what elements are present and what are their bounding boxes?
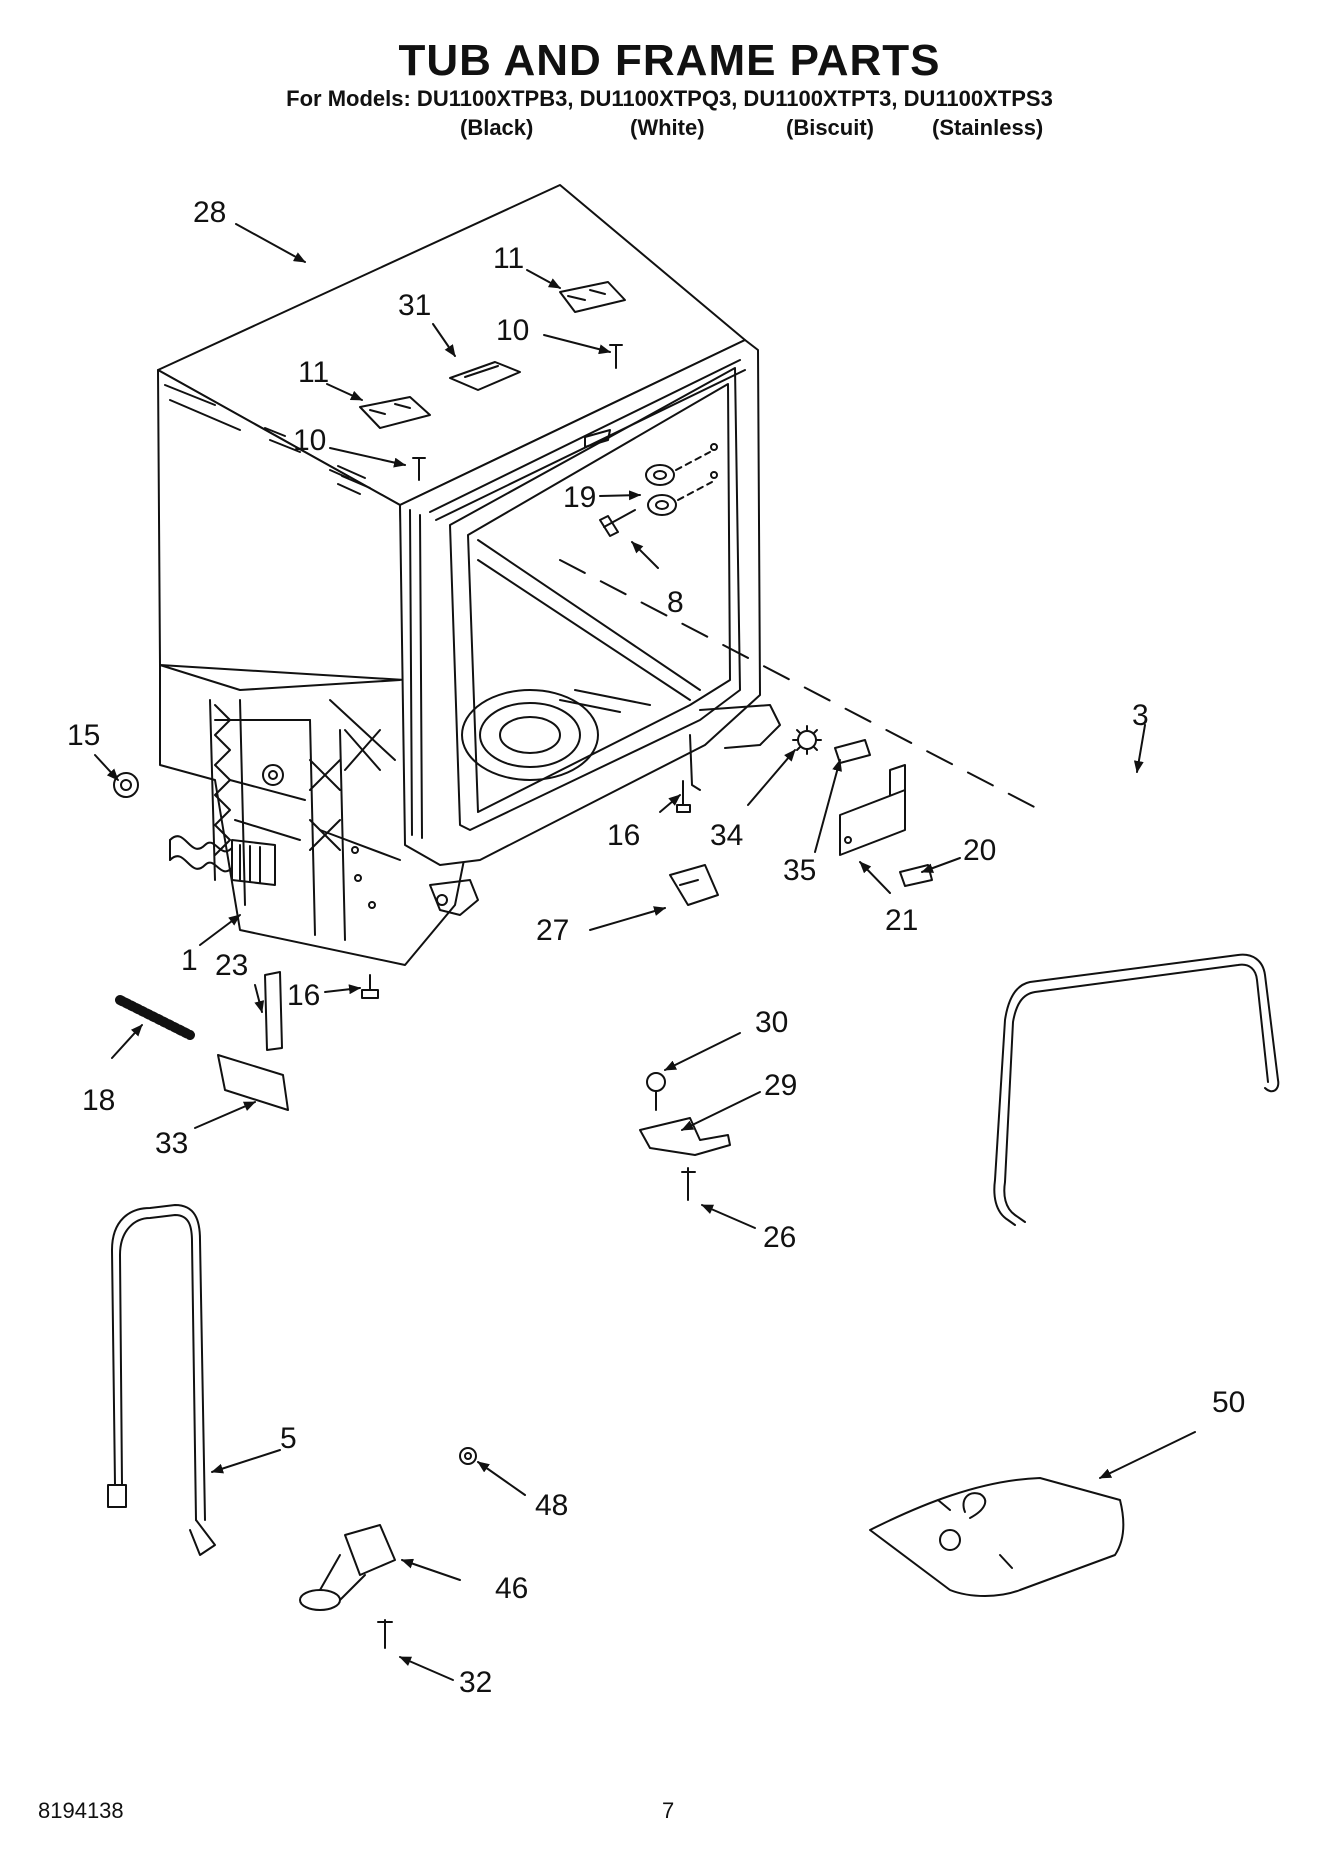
callout-32: 32 (459, 1666, 492, 1699)
leader-arrows (94, 223, 1196, 1681)
callout-5: 5 (280, 1422, 297, 1455)
callout-27: 27 (536, 914, 569, 947)
callout-35: 35 (783, 854, 816, 887)
model-list: For Models: DU1100XTPB3, DU1100XTPQ3, DU… (286, 86, 1053, 111)
callout-21: 21 (885, 904, 918, 937)
callout-30: 30 (755, 1006, 788, 1039)
callout-16-lower: 16 (287, 979, 320, 1012)
callout-31: 31 (398, 289, 431, 322)
page-number: 7 (662, 1798, 675, 1823)
callout-50: 50 (1212, 1386, 1245, 1419)
callout-labels: 28 11 31 10 11 10 19 8 15 3 16 34 20 35 … (67, 196, 1245, 1699)
callout-28: 28 (193, 196, 226, 229)
small-parts-drawings (107, 281, 1280, 1649)
callout-10-upper: 10 (496, 314, 529, 347)
callout-46: 46 (495, 1572, 528, 1605)
callout-15: 15 (67, 719, 100, 752)
callout-8: 8 (667, 586, 684, 619)
variant-label-biscuit: (Biscuit) (786, 115, 874, 140)
variant-label-white: (White) (630, 115, 705, 140)
callout-33: 33 (155, 1127, 188, 1160)
callout-18: 18 (82, 1084, 115, 1117)
callout-26: 26 (763, 1221, 796, 1254)
callout-11-upper: 11 (493, 242, 524, 275)
variant-label-black: (Black) (460, 115, 534, 140)
document-number: 8194138 (38, 1798, 124, 1823)
callout-10-lower: 10 (293, 424, 326, 457)
callout-20: 20 (963, 834, 996, 867)
callout-34: 34 (710, 819, 743, 852)
page-title: TUB AND FRAME PARTS (398, 36, 941, 85)
callout-16-upper: 16 (607, 819, 640, 852)
callout-3: 3 (1132, 699, 1149, 732)
variant-label-stainless: (Stainless) (932, 115, 1044, 140)
callout-48: 48 (535, 1489, 568, 1522)
callout-11-lower: 11 (298, 356, 329, 389)
callout-1: 1 (181, 944, 198, 977)
callout-19: 19 (563, 481, 596, 514)
callout-29: 29 (764, 1069, 797, 1102)
callout-23: 23 (215, 949, 248, 982)
